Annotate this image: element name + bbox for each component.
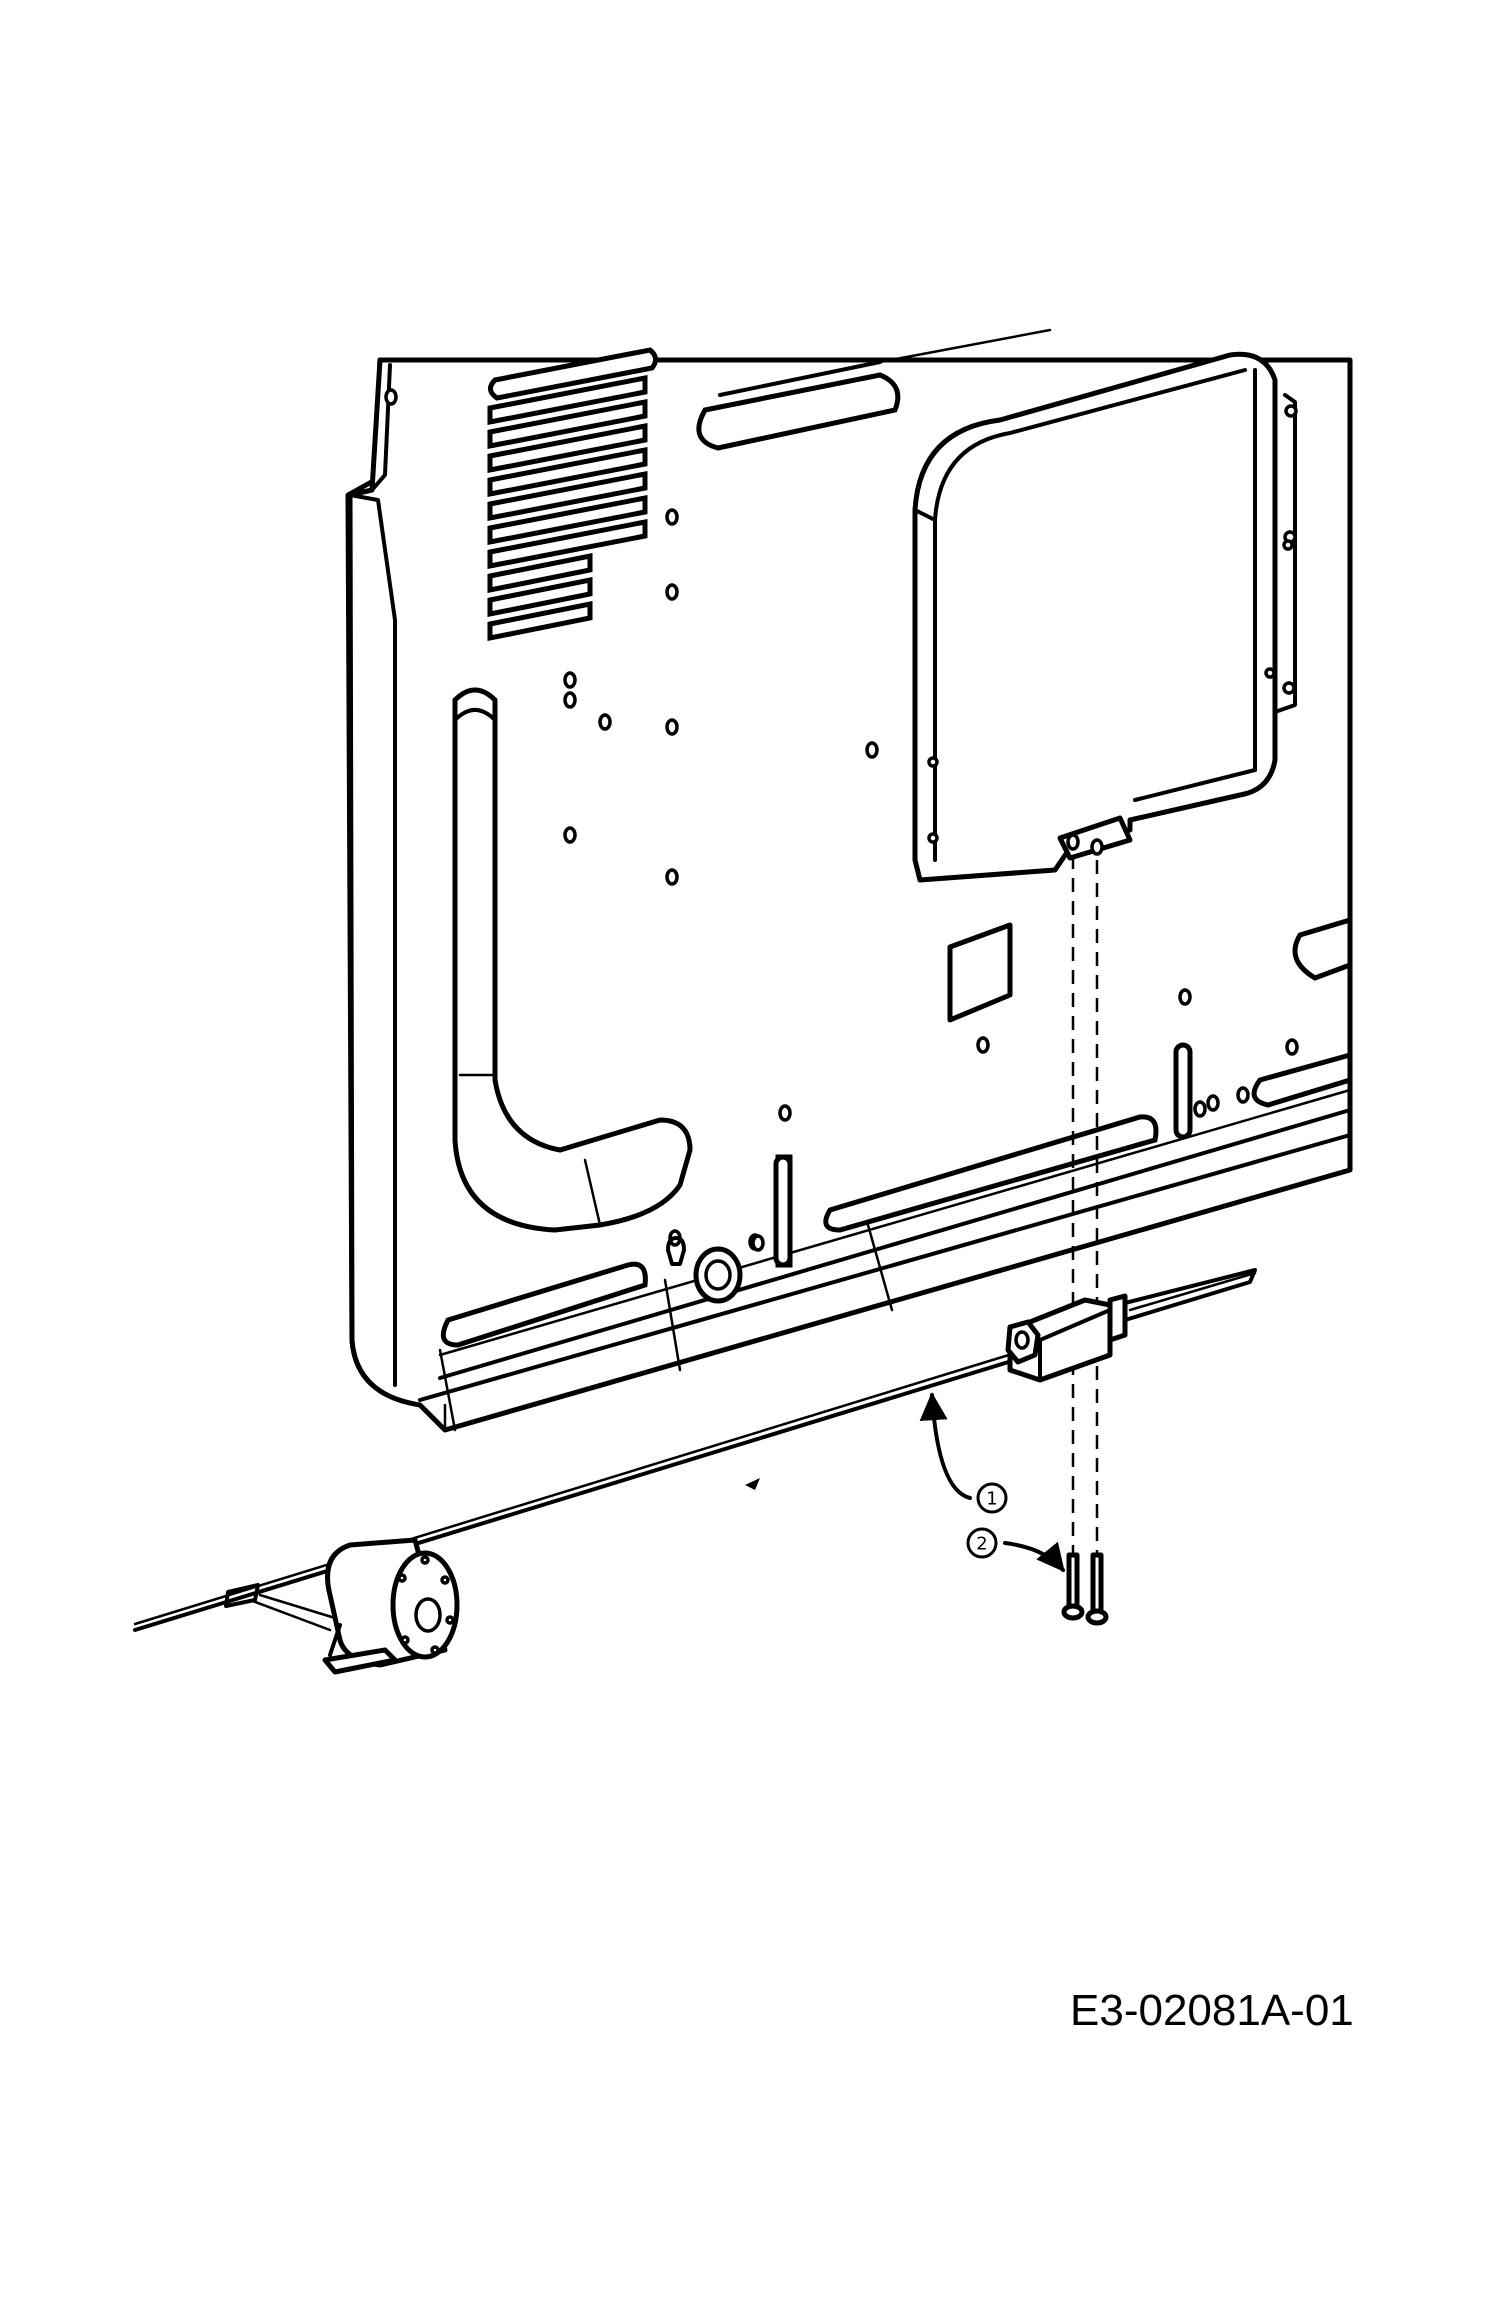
l-shaped-rib [452, 687, 693, 1233]
callout-1: 1 [976, 1482, 1008, 1514]
grommet [666, 1236, 743, 1304]
vent-louvers [487, 347, 658, 642]
top-rib [696, 328, 1052, 451]
upper-bracket [912, 351, 1298, 883]
screws [1061, 1552, 1109, 1626]
callout-1-number: 1 [986, 1489, 997, 1510]
motor [224, 1537, 460, 1675]
assembly-lines [1071, 855, 1099, 1560]
callout-2-number: 2 [976, 1534, 987, 1555]
bottom-slots [440, 916, 1353, 1348]
label-plate [947, 922, 1013, 1023]
rod-assembly [133, 1268, 1257, 1632]
callout-2: 2 [966, 1527, 998, 1559]
mounting-holes [384, 388, 1299, 1252]
callout-leaders [919, 1392, 1065, 1573]
drawing-code-label: E3-02081A-01 [1070, 1986, 1354, 2035]
